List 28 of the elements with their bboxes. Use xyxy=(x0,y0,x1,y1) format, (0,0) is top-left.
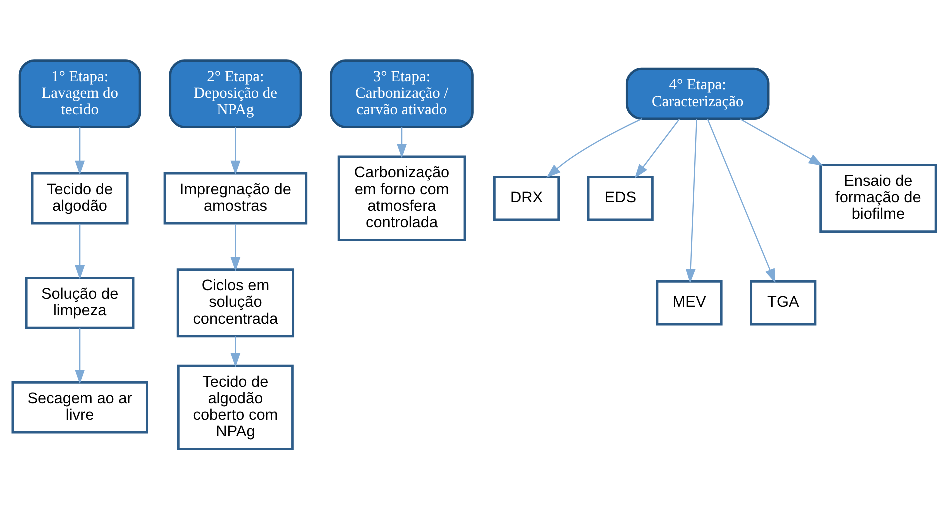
arrow xyxy=(686,118,698,283)
node-box: Secagem ao ar livre xyxy=(12,381,148,434)
node-box: 4° Etapa: Caracterização xyxy=(626,67,770,120)
arrow xyxy=(75,328,86,384)
node-box: Impregnação de amostras xyxy=(164,172,308,224)
arrow xyxy=(230,336,241,368)
node-box: TGA xyxy=(750,280,817,326)
node-box: Ensaio de formação de biofilme xyxy=(820,164,938,233)
node-box: Solução de limpeza xyxy=(25,276,135,329)
node-box: 1° Etapa: Lavagem do tecido xyxy=(18,59,142,128)
node-box: Tecido de algodão coberto com NPAg xyxy=(177,364,294,450)
arrow xyxy=(230,127,241,175)
node-box: Tecido de algodão xyxy=(31,172,129,224)
node-box: Ciclos em solução concentrada xyxy=(176,268,294,338)
node-box: 2° Etapa: Deposição de NPAg xyxy=(169,59,302,128)
node-box: MEV xyxy=(656,280,723,326)
arrow xyxy=(546,118,642,178)
node-box: Carbonização em forno com atmosfera controlada xyxy=(338,155,466,241)
arrow xyxy=(707,118,776,283)
arrow xyxy=(75,223,86,280)
arrow xyxy=(230,223,241,272)
arrow xyxy=(740,118,824,166)
node-box: DRX xyxy=(494,176,560,221)
node-box: 3° Etapa: Carbonização / carvão ativado xyxy=(330,59,474,128)
node-box: EDS xyxy=(587,176,654,221)
arrow xyxy=(634,118,680,178)
arrow xyxy=(75,127,86,175)
arrow xyxy=(397,127,408,158)
